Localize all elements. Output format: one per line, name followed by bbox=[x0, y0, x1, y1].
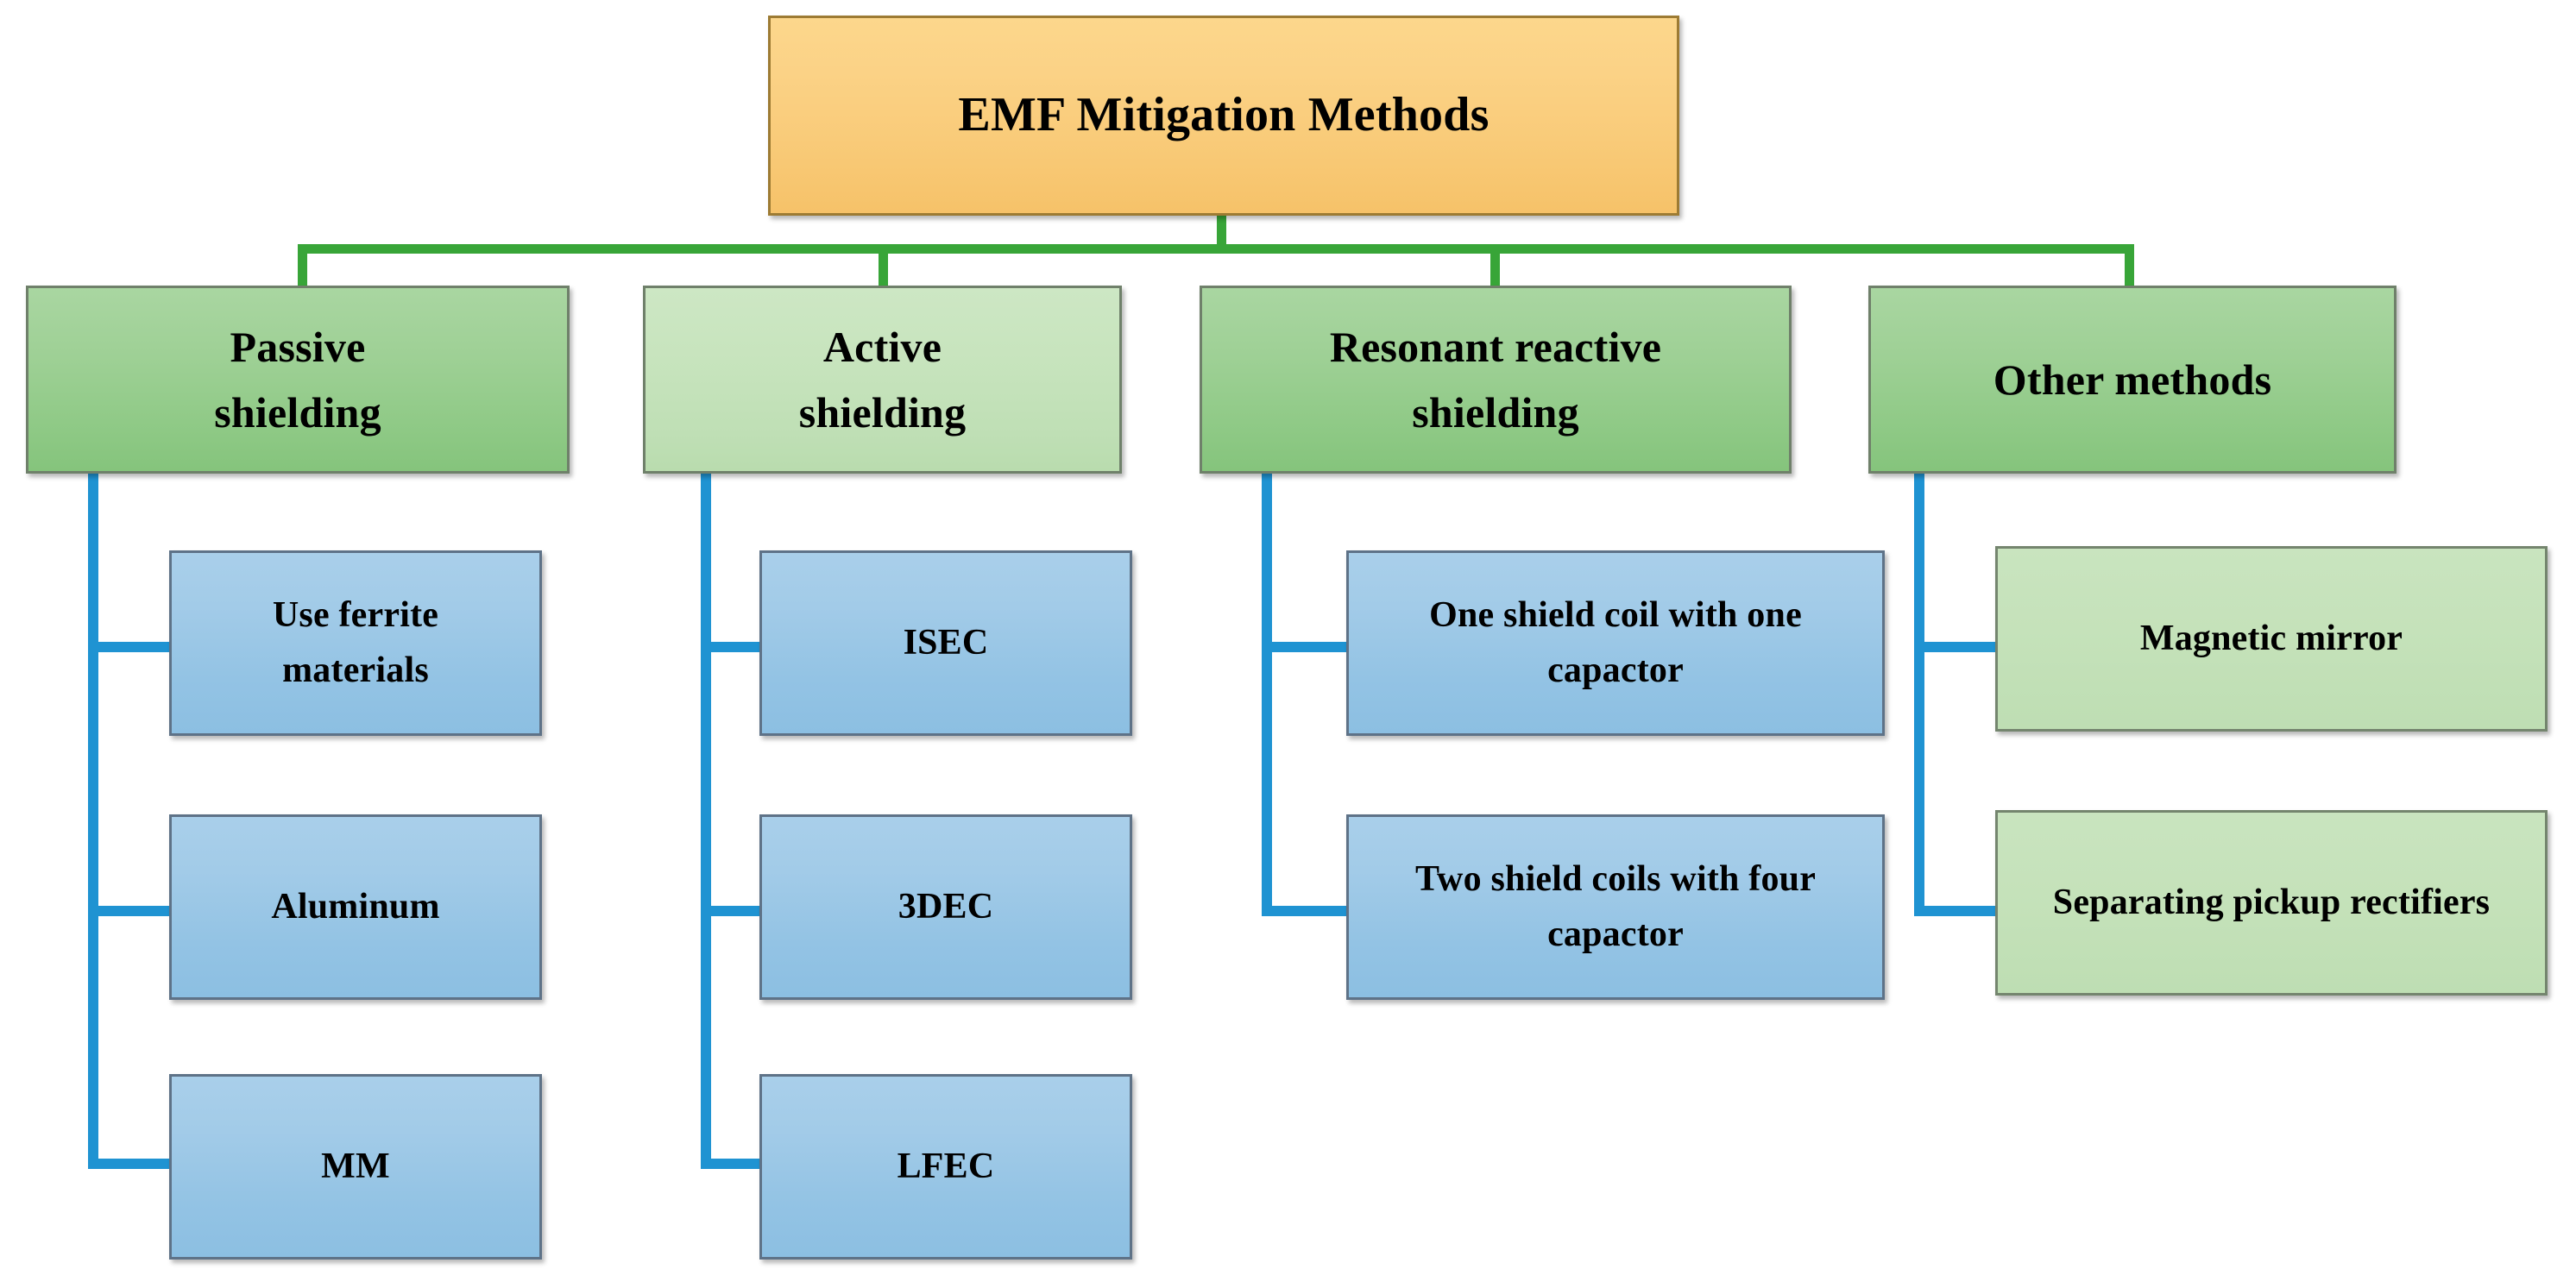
connector-root-stem bbox=[1217, 214, 1226, 253]
node-3dec-label: 3DEC bbox=[898, 886, 994, 927]
node-isec-label: ISEC bbox=[903, 622, 989, 663]
node-magnetic-mirror-label: Magnetic mirror bbox=[2139, 618, 2403, 658]
connector-trunk-active-shielding bbox=[701, 474, 711, 1169]
node-root-label: EMF Mitigation Methods bbox=[958, 88, 1490, 142]
connector-stub-magnetic-mirror bbox=[1914, 642, 1999, 652]
connector-drop-other-methods bbox=[2125, 244, 2134, 287]
connector-level2-bus bbox=[298, 244, 2134, 254]
connector-stub-isec bbox=[701, 642, 761, 652]
node-3dec[interactable]: 3DEC bbox=[759, 814, 1132, 1000]
connector-stub-mm bbox=[88, 1159, 173, 1169]
connector-stub-3dec bbox=[701, 906, 761, 916]
node-magnetic-mirror[interactable]: Magnetic mirror bbox=[1995, 546, 2548, 732]
connector-drop-active-shielding bbox=[879, 244, 888, 287]
connector-stub-separating-pickup-rectifiers bbox=[1914, 906, 1999, 916]
node-aluminum-label: Aluminum bbox=[271, 886, 440, 927]
node-mm-label: MM bbox=[321, 1146, 390, 1186]
connector-stub-one-shield-coil-one-capactor bbox=[1262, 642, 1348, 652]
connector-drop-passive-shielding bbox=[298, 244, 307, 287]
node-other-methods[interactable]: Other methods bbox=[1868, 286, 2396, 474]
connector-trunk-resonant-reactive-shielding bbox=[1262, 474, 1272, 916]
node-mm[interactable]: MM bbox=[169, 1074, 542, 1260]
node-separating-pickup-rectifiers-label: Separating pickup rectifiers bbox=[2052, 882, 2491, 922]
node-lfec[interactable]: LFEC bbox=[759, 1074, 1132, 1260]
node-separating-pickup-rectifiers[interactable]: Separating pickup rectifiers bbox=[1995, 810, 2548, 996]
node-lfec-label: LFEC bbox=[897, 1146, 995, 1186]
node-root-emf-mitigation-methods[interactable]: EMF Mitigation Methods bbox=[768, 16, 1679, 216]
node-other-methods-label: Other methods bbox=[1993, 355, 2272, 404]
connector-stub-use-ferrite-materials bbox=[88, 642, 173, 652]
connector-drop-resonant-reactive-shielding bbox=[1490, 244, 1500, 287]
connector-trunk-passive-shielding bbox=[88, 474, 98, 1169]
connector-stub-aluminum bbox=[88, 906, 173, 916]
connector-stub-lfec bbox=[701, 1159, 761, 1169]
node-isec[interactable]: ISEC bbox=[759, 550, 1132, 736]
connector-trunk-other-methods bbox=[1914, 474, 1924, 916]
node-aluminum[interactable]: Aluminum bbox=[169, 814, 542, 1000]
connector-stub-two-shield-coils-four-capactor bbox=[1262, 906, 1348, 916]
